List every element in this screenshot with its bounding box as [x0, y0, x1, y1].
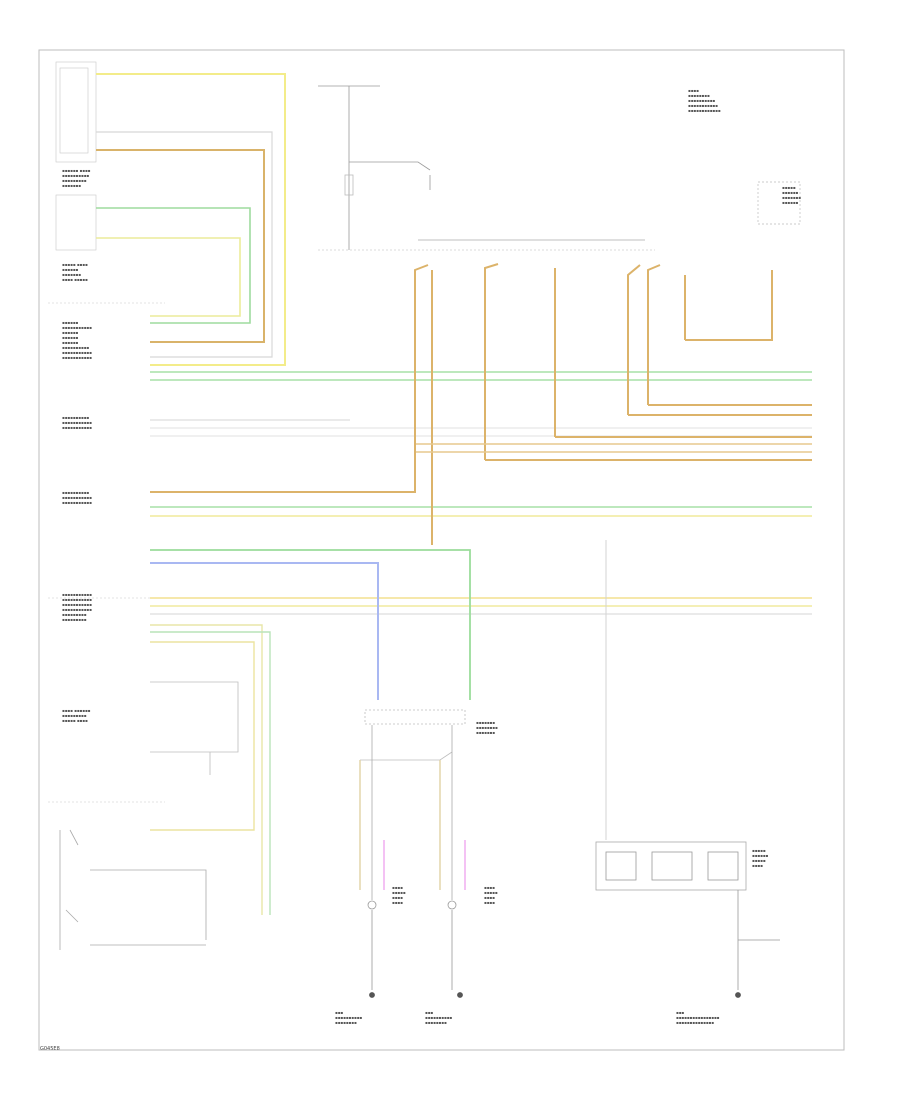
- ground-label-3: ▪▪▪▪▪▪▪▪▪▪▪▪▪▪▪▪▪▪▪▪▪▪▪▪▪▪▪▪▪▪▪▪▪: [676, 1010, 720, 1025]
- diagram-border: [38, 49, 845, 1051]
- wire-green-drop: [150, 549, 471, 700]
- module-label-3: ▪▪▪▪▪▪▪▪▪▪▪▪▪▪▪▪▪▪▪▪▪▪▪▪▪▪▪▪▪▪▪▪▪▪▪▪▪▪▪▪…: [688, 88, 721, 113]
- orange-short-drops: [416, 443, 812, 453]
- module-label-6: ▪▪▪▪▪▪▪▪▪▪▪▪▪▪▪▪▪▪▪▪▪▪: [476, 720, 498, 735]
- wire-yellow-top: [96, 73, 286, 366]
- pin-labels-left-1: ▪▪▪▪▪▪▪▪▪▪▪▪▪▪▪▪▪▪▪▪▪▪▪▪▪▪▪▪▪▪▪▪▪▪▪▪▪▪▪▪…: [62, 320, 92, 360]
- module-label-5: ▪▪▪▪ ▪▪▪▪▪▪▪▪▪▪▪▪▪▪▪▪▪▪▪▪ ▪▪▪▪: [62, 708, 91, 723]
- wire-yellow-loop: [150, 641, 255, 831]
- relay-module: [595, 841, 780, 990]
- module-label-1: ▪▪▪▪▪▪ ▪▪▪▪▪▪▪▪▪▪▪▪▪▪▪▪▪▪▪▪▪▪▪▪▪▪▪▪▪▪: [62, 168, 91, 188]
- lamp-symbols: [367, 900, 457, 990]
- ground-symbols: [369, 992, 741, 998]
- wire-gray-top: [96, 131, 273, 358]
- module-label-4: ▪▪▪▪▪▪▪▪▪▪▪▪▪▪▪▪▪▪▪▪▪▪▪▪: [782, 185, 801, 205]
- module-label-9: ▪▪▪▪▪▪▪▪▪▪▪▪▪▪▪▪▪▪▪▪: [752, 848, 769, 868]
- wire-green-left-drop: [150, 631, 271, 915]
- module-label-2: ▪▪▪▪▪ ▪▪▪▪▪▪▪▪▪▪▪▪▪▪▪▪▪▪▪▪▪ ▪▪▪▪▪: [62, 262, 88, 282]
- switch-module: [150, 681, 466, 900]
- wire-green-top: [96, 207, 251, 324]
- ground-label-1: ▪▪▪▪▪▪▪▪▪▪▪▪▪▪▪▪▪▪▪▪▪: [335, 1010, 363, 1025]
- bottom-left-switch: [59, 829, 207, 950]
- wire-yellow-left-drop: [150, 624, 263, 915]
- horizontal-bus: [150, 371, 812, 615]
- pin-labels-left-4: ▪▪▪▪▪▪▪▪▪▪▪▪▪▪▪▪▪▪▪▪▪▪▪▪▪▪▪▪▪▪▪▪▪▪▪▪▪▪▪▪…: [62, 592, 92, 622]
- ground-label-2: ▪▪▪▪▪▪▪▪▪▪▪▪▪▪▪▪▪▪▪▪▪: [425, 1010, 453, 1025]
- right-top-component: [757, 181, 801, 225]
- pin-labels-left-2: ▪▪▪▪▪▪▪▪▪▪▪▪▪▪▪▪▪▪▪▪▪▪▪▪▪▪▪▪▪▪▪▪: [62, 415, 92, 430]
- diagram-code: G045E8: [40, 1046, 60, 1052]
- wire-blue-drop: [150, 562, 379, 700]
- module-label-7: ▪▪▪▪▪▪▪▪▪▪▪▪▪▪▪▪▪: [484, 885, 498, 905]
- wire-orange-top: [96, 149, 265, 343]
- power-section: [318, 85, 655, 251]
- module-label-8: ▪▪▪▪▪▪▪▪▪▪▪▪▪▪▪▪▪: [392, 885, 406, 905]
- wire-lightyellow-top: [96, 237, 241, 317]
- left-connector-stack: [48, 61, 165, 803]
- orange-riser-wires: [150, 263, 812, 545]
- pin-labels-left-3: ▪▪▪▪▪▪▪▪▪▪▪▪▪▪▪▪▪▪▪▪▪▪▪▪▪▪▪▪▪▪▪▪: [62, 490, 92, 505]
